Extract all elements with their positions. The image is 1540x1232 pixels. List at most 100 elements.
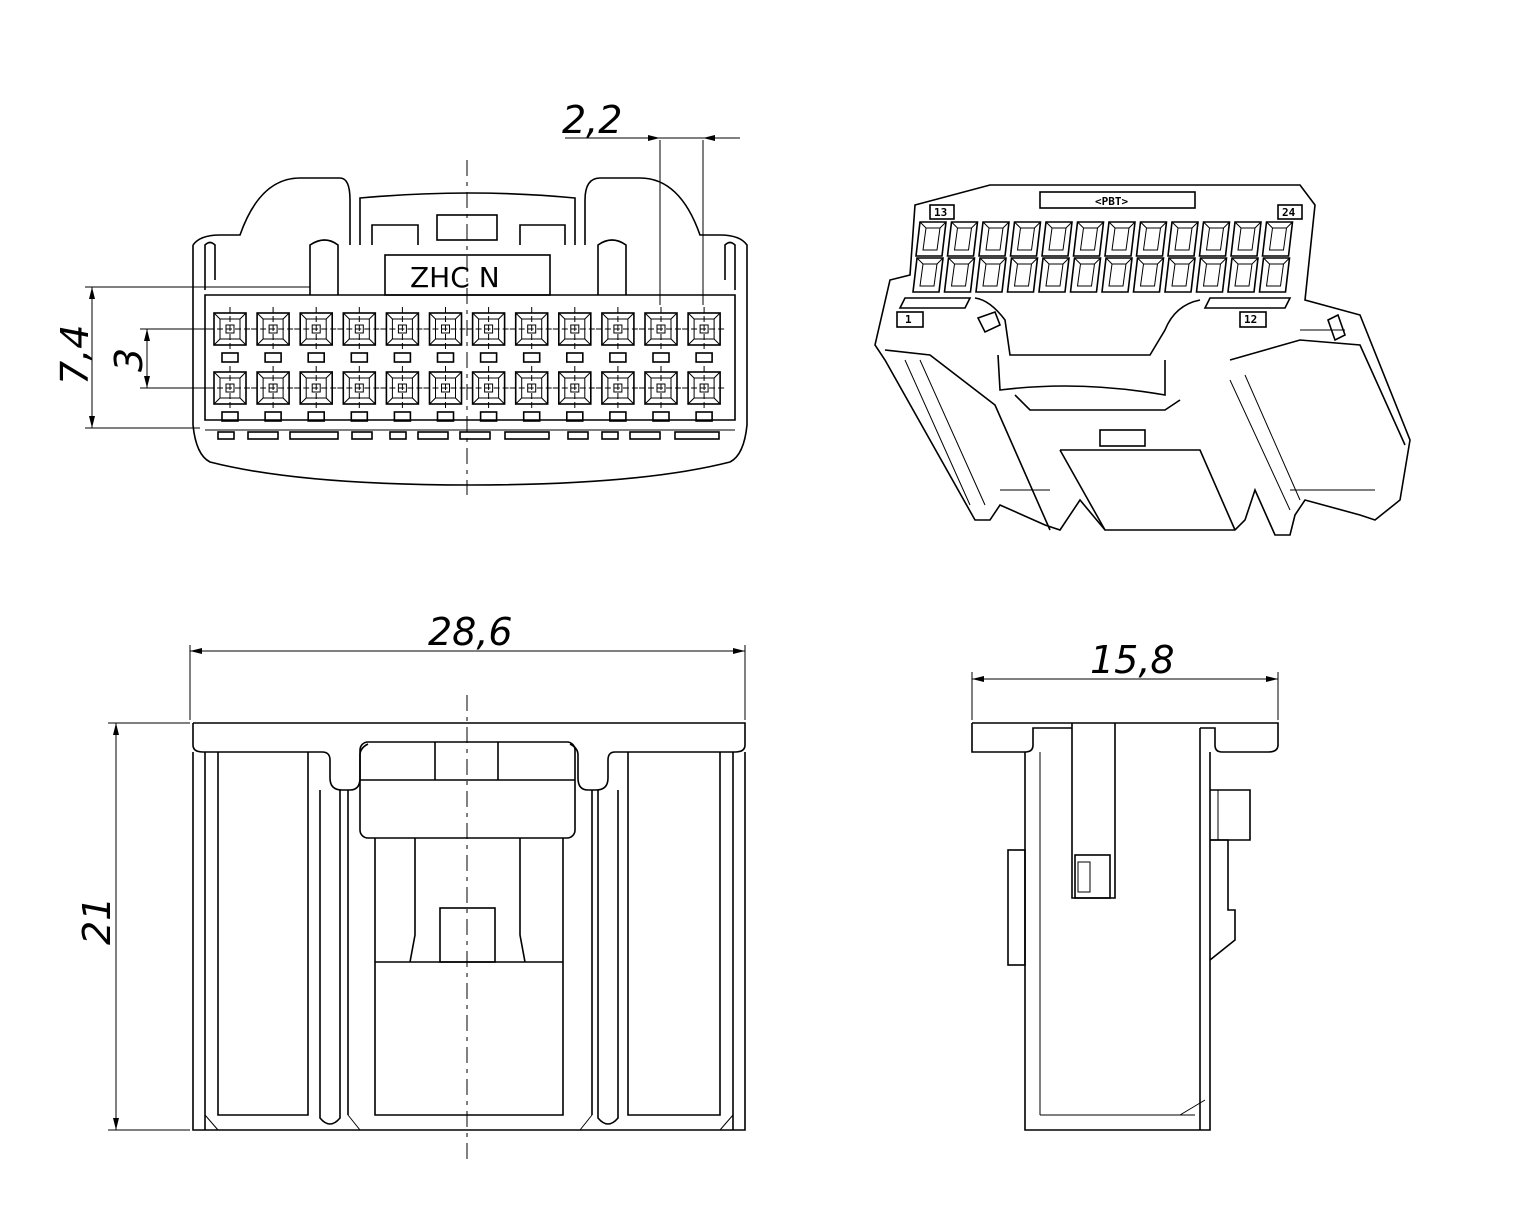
iso-cavity — [943, 257, 976, 293]
terminal-cavity — [509, 307, 554, 363]
base-slot — [459, 431, 491, 440]
iso-cavity — [1261, 221, 1294, 257]
terminal-cavity — [380, 366, 425, 422]
iso-cavity — [1227, 257, 1259, 293]
dim-row-height: 7,4 — [53, 286, 310, 429]
base-slot — [567, 431, 589, 440]
iso-label-1: 1 — [905, 313, 912, 326]
lock-window — [307, 411, 326, 422]
terminal-cavity — [423, 366, 468, 422]
iso-cavity — [1195, 257, 1228, 293]
lock-window — [350, 352, 369, 363]
lock-window — [221, 352, 239, 363]
iso-label-12: 12 — [1244, 313, 1257, 326]
terminal-cavity — [294, 307, 339, 363]
front-slots — [217, 431, 720, 440]
lock-window — [393, 352, 412, 363]
front-view: ZHC N — [192, 160, 748, 495]
marking-text: ZHC N — [410, 261, 500, 294]
base-slot — [389, 431, 407, 440]
isometric-view: <PBT> 13 24 1 12 — [874, 184, 1411, 536]
terminal-cavity — [251, 307, 296, 363]
lock-window — [436, 352, 455, 363]
dim-depth-text: 15,8 — [1090, 638, 1175, 682]
lock-window — [264, 411, 282, 422]
dim-row-pitch: 3 — [107, 328, 210, 389]
lock-window — [695, 411, 713, 422]
terminal-cavity — [251, 366, 296, 422]
iso-cavity — [1135, 221, 1168, 257]
iso-cavity — [1132, 257, 1165, 293]
terminal-cavity — [337, 366, 382, 422]
iso-cavity — [1230, 221, 1262, 257]
dim-overall-height-text: 21 — [75, 897, 119, 945]
terminal-cavity — [552, 366, 597, 422]
iso-label-13: 13 — [934, 206, 947, 219]
terminal-cavity — [423, 307, 468, 363]
terminal-cavity — [595, 366, 640, 422]
terminal-cavity — [639, 307, 683, 363]
lock-window — [609, 352, 627, 363]
base-slot — [289, 431, 339, 440]
iso-cavity — [1041, 221, 1073, 257]
iso-cavity — [1072, 221, 1105, 257]
iso-cavity — [1164, 257, 1196, 293]
iso-cavity — [946, 221, 979, 257]
terminal-cavity — [466, 307, 511, 363]
lock-window — [652, 411, 670, 422]
lock-window — [221, 411, 239, 422]
iso-cavity — [1069, 257, 1102, 293]
dim-depth: 15,8 — [971, 638, 1279, 720]
iso-cavity — [912, 257, 944, 293]
iso-cavity — [1104, 221, 1136, 257]
base-slot — [417, 431, 449, 440]
dim-overall-width: 28,6 — [189, 610, 746, 720]
terminal-cavity — [639, 366, 683, 422]
base-slot — [351, 431, 373, 440]
lock-window — [479, 411, 498, 422]
iso-cavity — [1101, 257, 1133, 293]
base-slot — [504, 431, 550, 440]
iso-cavity — [1038, 257, 1070, 293]
terminal-cavity — [682, 307, 727, 363]
iso-cavities — [912, 221, 1294, 293]
lock-window — [652, 352, 670, 363]
terminal-cavity — [552, 307, 597, 363]
lock-window — [393, 411, 412, 422]
lock-window — [522, 352, 541, 363]
lock-window — [565, 352, 584, 363]
iso-cavity — [1167, 221, 1199, 257]
terminal-cavity — [380, 307, 425, 363]
lock-window — [609, 411, 627, 422]
iso-cavity — [978, 221, 1010, 257]
base-slot — [217, 431, 235, 440]
lock-window — [565, 411, 584, 422]
iso-cavity — [975, 257, 1007, 293]
dim-pitch: 2,2 — [562, 98, 740, 305]
terminal-cavity — [294, 366, 339, 422]
lock-window — [479, 352, 498, 363]
base-slot — [601, 431, 619, 440]
terminal-cavity — [682, 366, 727, 422]
terminal-cavity — [595, 307, 640, 363]
base-slot — [247, 431, 279, 440]
dim-pitch-text: 2,2 — [562, 98, 622, 142]
lock-window — [350, 411, 369, 422]
bottom-view — [192, 695, 746, 1160]
dim-overall-width-text: 28,6 — [428, 610, 513, 654]
lock-window — [522, 411, 541, 422]
lock-window — [264, 352, 282, 363]
iso-cavity — [1009, 221, 1042, 257]
iso-top-label: <PBT> — [1095, 195, 1128, 208]
front-cavities — [208, 307, 727, 422]
side-view — [971, 722, 1279, 1131]
terminal-cavity — [466, 366, 511, 422]
iso-cavity — [915, 221, 947, 257]
terminal-cavity — [337, 307, 382, 363]
lock-window — [436, 411, 455, 422]
terminal-cavity — [509, 366, 554, 422]
dim-row-height-text: 7,4 — [53, 325, 97, 385]
terminal-cavity — [208, 307, 252, 363]
dim-overall-height: 21 — [75, 722, 190, 1131]
